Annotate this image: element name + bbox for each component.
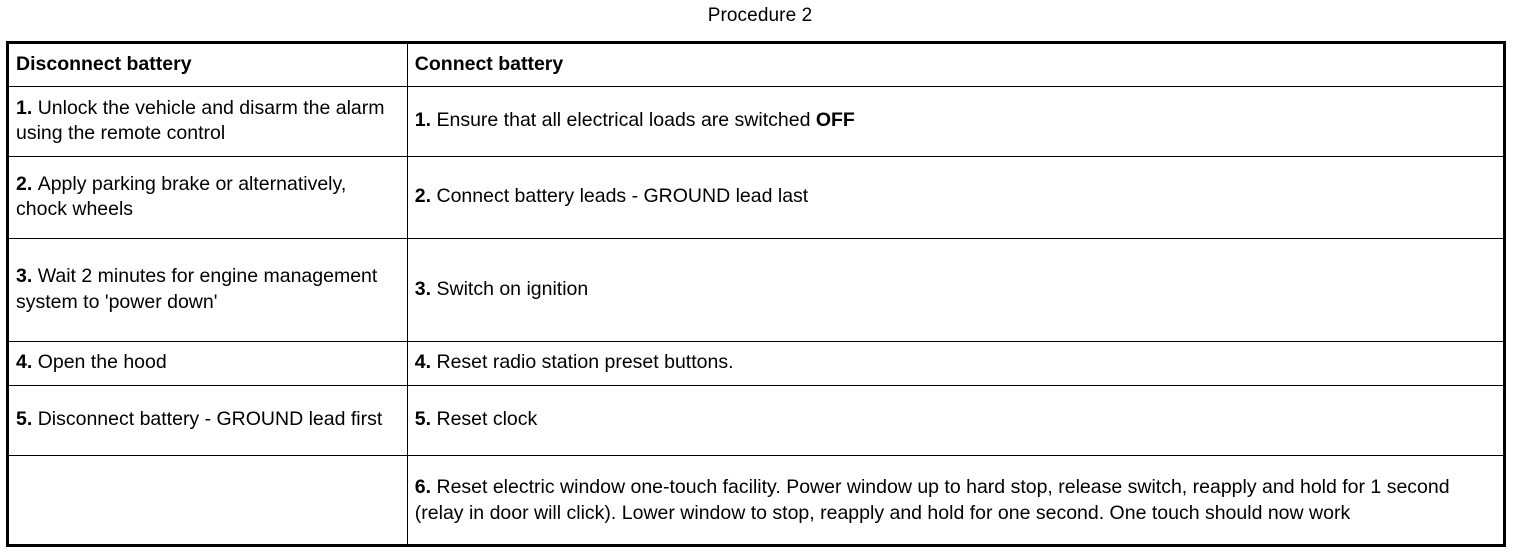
connect-step-1: 1. Ensure that all electrical loads are … — [406, 86, 1506, 157]
table-row: 4. Open the hood 4. Reset radio station … — [7, 341, 1506, 386]
step-text-emphasis: OFF — [815, 109, 855, 132]
page-title: Procedure 2 — [707, 5, 813, 26]
step-number: 2. — [16, 172, 38, 195]
step-text: Unlock the vehicle and disarm the alarm … — [16, 96, 385, 145]
step-text: Switch on ignition — [436, 277, 589, 300]
step-text: Wait 2 minutes for engine management sys… — [16, 265, 378, 313]
connect-step-6: 6. Reset electric window one-touch facil… — [406, 455, 1506, 546]
column-header-disconnect-battery: Disconnect battery — [7, 42, 408, 87]
table-header-row: Disconnect battery Connect battery — [7, 42, 1506, 87]
step-text: Open the hood — [37, 351, 167, 374]
disconnect-step-5: 5. Disconnect battery - GROUND lead firs… — [7, 385, 408, 456]
step-text: Disconnect battery - GROUND lead first — [37, 408, 383, 431]
step-number: 2. — [414, 185, 437, 208]
step-text: Ensure that all electrical loads are swi… — [436, 109, 816, 132]
table-row: 5. Disconnect battery - GROUND lead firs… — [7, 385, 1506, 456]
step-number: 5. — [16, 408, 38, 431]
connect-step-4: 4. Reset radio station preset buttons. — [406, 341, 1506, 386]
table-row: 3. Wait 2 minutes for engine management … — [7, 238, 1506, 342]
step-number: 1. — [16, 96, 38, 119]
step-text: Reset radio station preset buttons. — [436, 351, 734, 374]
connect-step-2: 2. Connect battery leads - GROUND lead l… — [406, 156, 1506, 239]
table-row: 1. Unlock the vehicle and disarm the ala… — [7, 86, 1506, 157]
column-header-connect-battery: Connect battery — [406, 42, 1506, 87]
step-number: 6. — [414, 475, 437, 498]
step-number: 1. — [414, 109, 437, 132]
table-row: 2. Apply parking brake or alternatively,… — [7, 156, 1506, 239]
step-number: 3. — [16, 265, 38, 287]
step-text: Apply parking brake or alternatively, ch… — [16, 172, 347, 221]
connect-step-5: 5. Reset clock — [406, 385, 1506, 456]
connect-step-3: 3. Switch on ignition — [406, 238, 1506, 342]
step-number: 5. — [414, 408, 437, 431]
disconnect-step-2: 2. Apply parking brake or alternatively,… — [7, 156, 408, 239]
step-text: Reset electric window one-touch facility… — [414, 475, 1450, 524]
disconnect-step-3: 3. Wait 2 minutes for engine management … — [7, 238, 408, 342]
step-number: 4. — [16, 351, 38, 374]
procedure-table: Disconnect battery Connect battery 1. Un… — [6, 41, 1506, 547]
step-number: 4. — [414, 351, 437, 374]
table-row: 6. Reset electric window one-touch facil… — [7, 455, 1506, 546]
step-text: Reset clock — [436, 408, 538, 431]
disconnect-step-4: 4. Open the hood — [7, 341, 408, 386]
step-number: 3. — [414, 277, 437, 300]
step-text: Connect battery leads - GROUND lead last — [436, 185, 809, 208]
disconnect-empty-cell — [7, 455, 408, 546]
disconnect-step-1: 1. Unlock the vehicle and disarm the ala… — [7, 86, 408, 157]
